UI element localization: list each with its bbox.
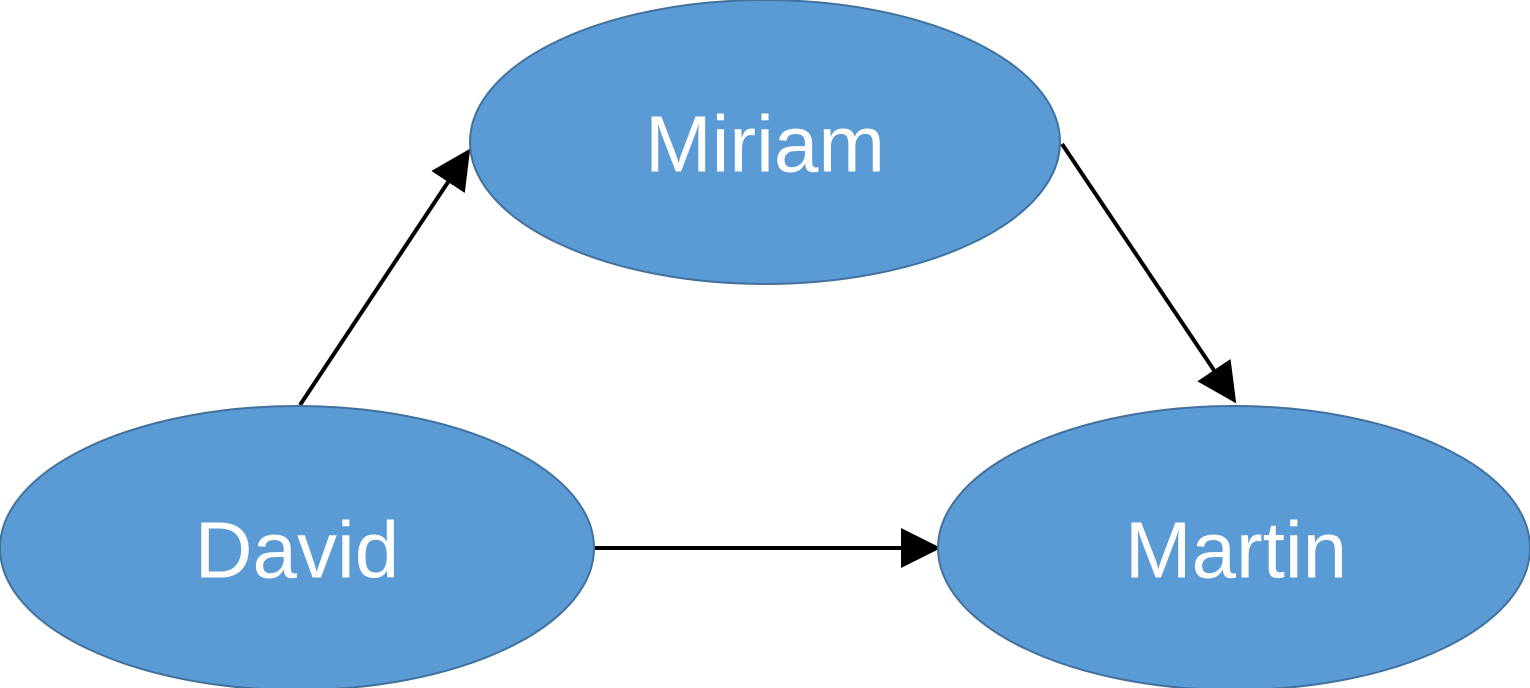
- node-martin-shape: [937, 405, 1530, 688]
- edges: [298, 142, 1237, 568]
- edge-miriam-to-martin: [1060, 142, 1237, 404]
- node-david-label: David: [195, 506, 400, 595]
- node-miriam-shape: [469, 0, 1061, 285]
- node-martin[interactable]: Martin: [937, 405, 1530, 688]
- node-david[interactable]: David: [0, 405, 595, 688]
- node-david-shape: [0, 405, 595, 688]
- node-martin-label: Martin: [1125, 506, 1347, 595]
- node-miriam-label: Miriam: [645, 100, 885, 189]
- edge-david-to-miriam: [298, 148, 471, 407]
- node-miriam[interactable]: Miriam: [469, 0, 1061, 285]
